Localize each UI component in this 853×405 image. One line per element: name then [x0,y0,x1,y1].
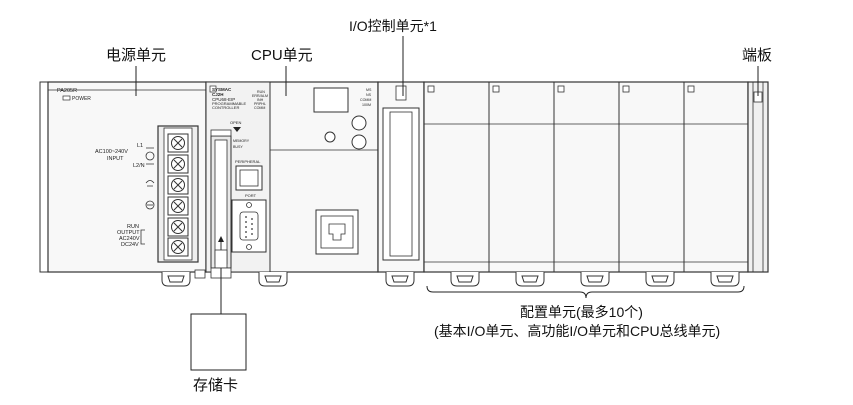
dc-rating-label: DC24V [121,242,139,248]
led-label: INH [257,98,264,102]
io-control-unit [377,81,425,287]
seven-segment-display [313,87,349,113]
mount-clip [645,271,675,287]
power-unit: PA205R POWER AC100~240V INPUT L1 L2/N RU… [47,81,207,287]
led-label: COMM [360,98,371,102]
led-label: COMM [254,106,265,110]
led-label: MS [366,88,372,92]
mount-clip [385,271,415,287]
port-label: PORT [245,193,257,198]
dip-screw [324,131,336,143]
cpu-model-label: CPU68-EIP [212,97,235,102]
input-label: INPUT [107,156,124,162]
callout-leaders [135,36,759,314]
end-cover [747,81,769,273]
l1-label: L1 [137,143,143,149]
memory-card-label: 存储卡 [193,377,239,394]
io-control-unit-label: I/O控制单元*1 [349,18,437,34]
terminal-block [157,125,199,263]
power-led-icon [62,95,71,101]
rotary-switch[interactable] [351,134,367,150]
end-cover-label: 端板 [742,47,773,64]
led-label: NS [366,93,372,97]
output-label: OUTPUT [117,230,140,236]
power-model-label: PA205R [57,88,77,94]
power-unit-label: 电源单元 [106,47,167,64]
rotary-switch[interactable] [351,115,367,131]
fuse-icon [145,151,155,161]
input-rating-label: AC100~240V [95,149,128,155]
memory-button[interactable] [210,129,232,137]
mount-clip [515,271,545,287]
cpu-subtitle1-label: PROGRAMMABLE [212,101,247,106]
cpu-brand-label: SYSMAC [212,87,232,92]
screw-terminal[interactable] [167,133,189,153]
mount-clip [580,271,610,287]
mount-clip [710,271,740,287]
screw-terminal[interactable] [167,217,189,237]
screw-terminal[interactable] [167,175,189,195]
config-units-detail-label: (基本I/O单元、高功能I/O单元和CPU总线单元) [434,323,721,339]
cpu-series-label: CJ2H [212,92,224,97]
screw-terminal[interactable] [167,237,189,257]
ac-rating-label: AC240V [119,236,140,242]
config-units-label: 配置单元(最多10个) [520,304,643,320]
cpu-unit-label: CPU单元 [251,47,313,64]
memory-label: MEMORY [233,139,250,143]
power-led-label: POWER [72,96,91,102]
screw-terminal[interactable] [167,154,189,174]
run-label: RUN [127,224,139,230]
cpu-led-block: RUN ERR/ALM INH PRPHL COMM [252,90,268,110]
memory-card [190,313,247,371]
led-label: RUN [257,90,265,94]
mount-clip [450,271,480,287]
led-label: PRPHL [254,102,266,106]
led-label: ERR/ALM [252,94,268,98]
busy-label: BUSY [233,145,243,149]
peripheral-label: PERIPHERAL [235,159,261,164]
ground-icon [145,200,155,210]
configuration-unit-rack [423,81,749,287]
mount-clip [258,271,288,287]
l2n-label: L2/N [133,163,145,169]
cpu-unit: SYSMAC CJ2H CPU68-EIP PROGRAMMABLE CONTR… [205,81,379,287]
mount-clip [161,271,191,287]
cpu-subtitle2-label: CONTROLLER [212,105,239,110]
network-led-block: MS NS COMM 100M [360,88,372,107]
screw-terminal[interactable] [167,196,189,216]
config-units-bracket [426,285,745,299]
open-arrow-icon [233,127,241,132]
lg-terminal-icon [145,180,155,187]
insert-arrow-icon [218,236,224,242]
led-label: 100M [362,103,371,107]
open-label: OPEN [230,120,241,125]
